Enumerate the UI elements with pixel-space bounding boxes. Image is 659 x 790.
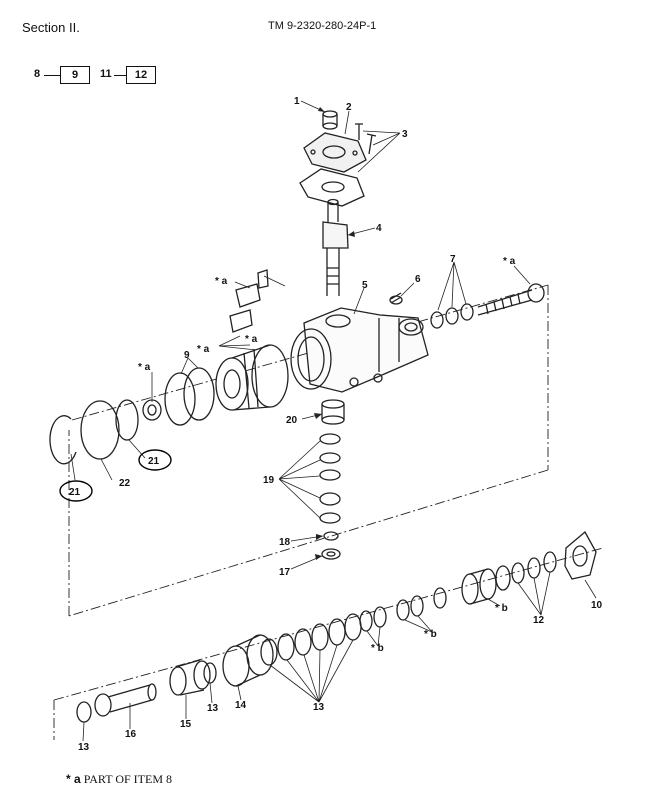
adjuster-seals — [430, 303, 474, 329]
callout-4: 4 — [376, 223, 382, 234]
callout-13: 13 — [207, 703, 219, 714]
seal-17 — [321, 548, 341, 560]
callout-13: 13 — [313, 702, 325, 713]
bearing-races-b — [359, 587, 447, 632]
marker-a: * a — [503, 256, 516, 267]
marker-b: * b — [424, 629, 437, 640]
bearing-stack — [319, 433, 341, 524]
callout-17: 17 — [279, 567, 291, 578]
marker-a: * a — [215, 276, 228, 287]
callout-22: 22 — [119, 478, 131, 489]
callout-1: 1 — [294, 96, 300, 107]
callout-10: 10 — [591, 600, 603, 611]
rack-piston-balls — [229, 269, 269, 333]
reference-11-12: 11 12 — [100, 66, 160, 84]
reference-8-9: 8 9 — [34, 66, 94, 84]
callout-2: 2 — [346, 102, 352, 113]
callout-9: 9 — [184, 350, 190, 361]
reference-line — [114, 75, 126, 76]
gear-housing — [290, 307, 429, 393]
reference-from: 11 — [100, 68, 112, 80]
bearing-adjuster — [321, 399, 345, 425]
seal-rings-13 — [260, 613, 362, 666]
callout-7: 7 — [450, 254, 456, 265]
footnote-symbol: * a — [66, 772, 81, 786]
callout-21: 21 — [148, 456, 160, 467]
marker-b: * b — [495, 603, 508, 614]
callout-3: 3 — [402, 129, 408, 140]
footnote: * a PART OF ITEM 8 — [66, 772, 172, 787]
callout-18: 18 — [279, 537, 291, 548]
end-plug-rings — [49, 399, 139, 465]
reference-box: 12 — [126, 66, 156, 84]
input-shaft — [94, 683, 157, 717]
side-cover — [303, 132, 367, 173]
cover-bolts — [355, 123, 377, 155]
reference-box: 9 — [60, 66, 90, 84]
rack-piston — [215, 344, 289, 411]
callout-13: 13 — [78, 742, 90, 753]
worm-shaft — [477, 283, 545, 316]
reference-from: 8 — [34, 68, 41, 80]
manual-number: TM 9-2320-280-24P-1 — [268, 20, 377, 32]
cover-gasket — [299, 168, 365, 207]
callout-labels: 1 2 3 4 5 6 7 9 10 12 13 13 13 14 15 16 … — [69, 96, 603, 753]
marker-a: * a — [245, 334, 258, 345]
worm-gear — [461, 565, 511, 605]
spool-valve — [169, 659, 211, 696]
callout-14: 14 — [235, 700, 247, 711]
callout-15: 15 — [180, 719, 192, 730]
highlight-circles — [59, 449, 172, 502]
lower-washer-13a — [76, 701, 92, 723]
callout-12: 12 — [533, 615, 545, 626]
callout-19: 19 — [263, 475, 275, 486]
adjuster-plug — [322, 110, 338, 130]
marker-b: * b — [371, 643, 384, 654]
footnote-text: PART OF ITEM 8 — [83, 772, 172, 786]
callout-21: 21 — [69, 487, 81, 498]
reference-line — [44, 75, 60, 76]
plug-fitting — [389, 292, 403, 305]
callout-6: 6 — [415, 274, 421, 285]
callout-16: 16 — [125, 729, 137, 740]
end-plug — [142, 399, 162, 421]
callout-5: 5 — [362, 280, 368, 291]
section-title: Section II. — [22, 20, 80, 35]
seal-18 — [323, 531, 339, 541]
arrowheads — [314, 107, 355, 560]
valve-body — [222, 634, 274, 687]
retaining-plate — [564, 530, 597, 580]
marker-a: * a — [138, 362, 151, 373]
callout-20: 20 — [286, 415, 298, 426]
sector-shaft — [322, 198, 349, 296]
marker-a: * a — [197, 344, 210, 355]
leader-lines — [70, 100, 597, 742]
piston-rings — [164, 367, 215, 426]
